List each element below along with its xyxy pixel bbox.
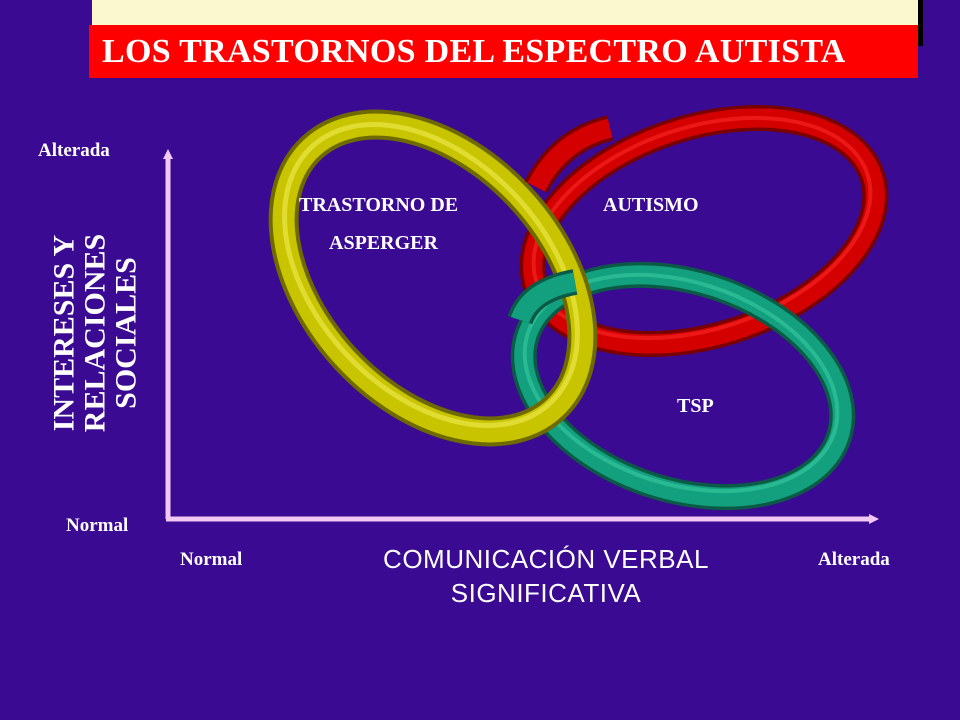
autismo-label: AUTISMO <box>603 194 699 216</box>
y-axis-title: INTERESES Y RELACIONES SOCIALES <box>47 233 143 433</box>
asperger-ring <box>268 109 598 447</box>
x-axis-title: COMUNICACIÓN VERBAL SIGNIFICATIVA <box>383 544 709 608</box>
asperger-label-line1: TRASTORNO DE <box>299 194 459 216</box>
tsp-ring <box>510 261 856 511</box>
top-banner <box>92 0 918 26</box>
top-banner-shadow <box>918 0 923 46</box>
asperger-label-line2: ASPERGER <box>329 232 438 254</box>
page-title: LOS TRASTORNOS DEL ESPECTRO AUTISTA <box>102 32 846 70</box>
autismo-ring-overlap <box>524 115 614 194</box>
y-axis-bottom-label: Normal <box>66 515 129 536</box>
tsp-ring-overlap <box>507 269 578 325</box>
tsp-label: TSP <box>677 395 714 417</box>
x-axis-right-label: Alterada <box>818 549 890 570</box>
x-axis-left-label: Normal <box>180 549 243 570</box>
title-bar: LOS TRASTORNOS DEL ESPECTRO AUTISTA <box>89 25 918 78</box>
y-axis-top-label: Alterada <box>38 140 110 161</box>
